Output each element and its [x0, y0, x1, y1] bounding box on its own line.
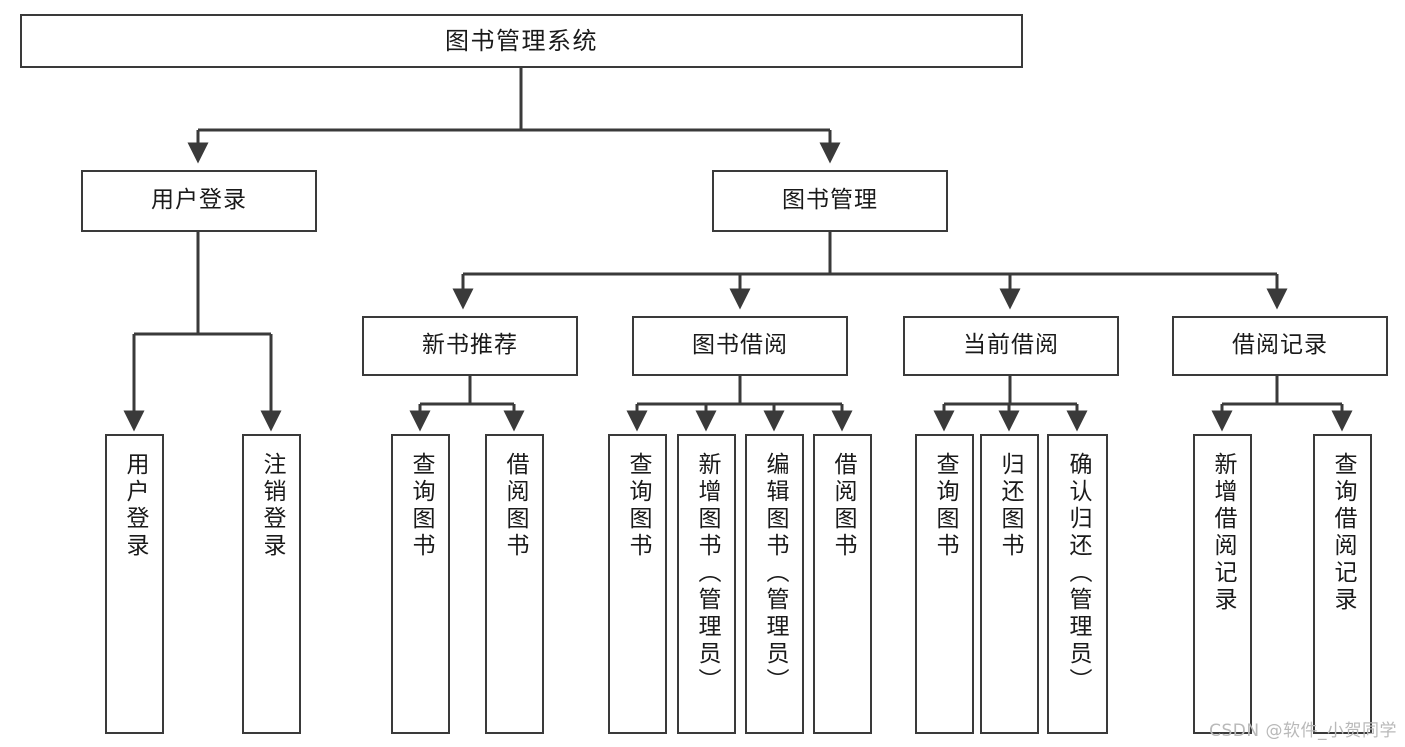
node-label: 确认归还（管理员） — [1065, 452, 1091, 695]
node-label: 新增图书（管理员） — [694, 452, 720, 695]
leaf-add-book-admin[interactable]: 新增图书（管理员） — [677, 434, 736, 734]
node-label: 注销登录 — [259, 452, 285, 560]
node-label: 借阅图书 — [502, 452, 528, 560]
node-book-management[interactable]: 图书管理 — [712, 170, 948, 232]
node-label: 新书推荐 — [422, 332, 518, 359]
node-label: 用户登录 — [151, 187, 247, 214]
node-borrow-record[interactable]: 借阅记录 — [1172, 316, 1388, 376]
node-label: 借阅记录 — [1232, 332, 1328, 359]
leaf-confirm-return-admin[interactable]: 确认归还（管理员） — [1047, 434, 1108, 734]
node-label: 归还图书 — [997, 452, 1023, 560]
leaf-query-book[interactable]: 查询图书 — [608, 434, 667, 734]
node-label: 查询图书 — [932, 452, 958, 560]
leaf-borrow-book-new[interactable]: 借阅图书 — [485, 434, 544, 734]
node-label: 查询图书 — [408, 452, 434, 560]
leaf-logout[interactable]: 注销登录 — [242, 434, 301, 734]
leaf-return-book[interactable]: 归还图书 — [980, 434, 1039, 734]
leaf-query-borrow-record[interactable]: 查询借阅记录 — [1313, 434, 1372, 734]
leaf-edit-book-admin[interactable]: 编辑图书（管理员） — [745, 434, 804, 734]
node-current-borrow[interactable]: 当前借阅 — [903, 316, 1119, 376]
leaf-borrow-book[interactable]: 借阅图书 — [813, 434, 872, 734]
node-label: 查询图书 — [625, 452, 651, 560]
node-label: 图书管理 — [782, 187, 878, 214]
node-new-book-recommend[interactable]: 新书推荐 — [362, 316, 578, 376]
node-label: 图书借阅 — [692, 332, 788, 359]
node-root-system[interactable]: 图书管理系统 — [20, 14, 1023, 68]
leaf-query-book-new[interactable]: 查询图书 — [391, 434, 450, 734]
node-user-login[interactable]: 用户登录 — [81, 170, 317, 232]
node-label: 借阅图书 — [830, 452, 856, 560]
leaf-query-book-current[interactable]: 查询图书 — [915, 434, 974, 734]
node-label: 查询借阅记录 — [1330, 452, 1356, 614]
node-label: 编辑图书（管理员） — [762, 452, 788, 695]
node-book-borrow[interactable]: 图书借阅 — [632, 316, 848, 376]
leaf-add-borrow-record[interactable]: 新增借阅记录 — [1193, 434, 1252, 734]
node-label: 图书管理系统 — [445, 26, 598, 55]
node-label: 用户登录 — [122, 452, 148, 560]
node-label: 当前借阅 — [963, 332, 1059, 359]
leaf-user-login[interactable]: 用户登录 — [105, 434, 164, 734]
node-label: 新增借阅记录 — [1210, 452, 1236, 614]
